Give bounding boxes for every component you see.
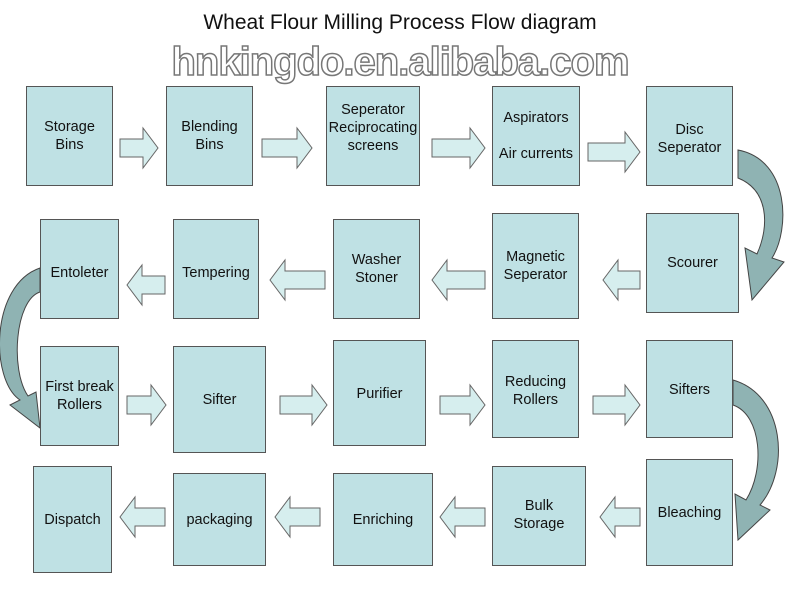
arrow-3: [431, 126, 486, 170]
step-blending-bins: Blending Bins: [166, 86, 253, 186]
arrow-1: [119, 126, 159, 170]
diagram-title: Wheat Flour Milling Process Flow diagram: [203, 11, 597, 34]
arrow-11: [439, 383, 486, 427]
step-dispatch: Dispatch: [33, 466, 112, 573]
step-seperator: Seperator Reciprocating screens: [326, 86, 420, 186]
curved-arrow-sifters-to-bleaching: [732, 379, 779, 542]
arrow-9: [126, 383, 167, 427]
step-purifier: Purifier: [333, 340, 426, 446]
watermark: hnkingdo.en.alibaba.com: [171, 39, 631, 85]
curved-arrow-entoleter-to-first-break: [0, 267, 41, 430]
arrow-14: [439, 495, 486, 539]
arrow-8: [126, 263, 166, 307]
step-bleaching: Bleaching: [646, 459, 733, 566]
step-washer-stoner: Washer Stoner: [333, 219, 420, 319]
step-reducing-rollers: Reducing Rollers: [492, 340, 579, 438]
arrow-10: [279, 383, 328, 427]
arrow-7: [269, 258, 326, 302]
arrow-5: [602, 258, 641, 302]
curved-arrow-disc-to-scourer: [737, 149, 785, 302]
step-first-break-rollers: First break Rollers: [40, 346, 119, 446]
step-packaging: packaging: [173, 473, 266, 566]
arrow-16: [119, 495, 166, 539]
arrow-6: [431, 258, 486, 302]
arrow-15: [274, 495, 321, 539]
step-sifters: Sifters: [646, 340, 733, 438]
arrow-12: [592, 383, 641, 427]
step-disc-seperator: Disc Seperator: [646, 86, 733, 186]
step-entoleter: Entoleter: [40, 219, 119, 319]
step-scourer: Scourer: [646, 213, 739, 313]
step-magnetic-seperator: Magnetic Seperator: [492, 213, 579, 319]
step-sifter: Sifter: [173, 346, 266, 453]
arrow-4: [587, 130, 641, 174]
step-enriching: Enriching: [333, 473, 433, 566]
step-aspirators: Aspirators Air currents: [492, 86, 580, 186]
step-storage-bins: Storage Bins: [26, 86, 113, 186]
arrow-13: [599, 495, 641, 539]
arrow-2: [261, 126, 313, 170]
step-tempering: Tempering: [173, 219, 259, 319]
step-bulk-storage: Bulk Storage: [492, 466, 586, 566]
